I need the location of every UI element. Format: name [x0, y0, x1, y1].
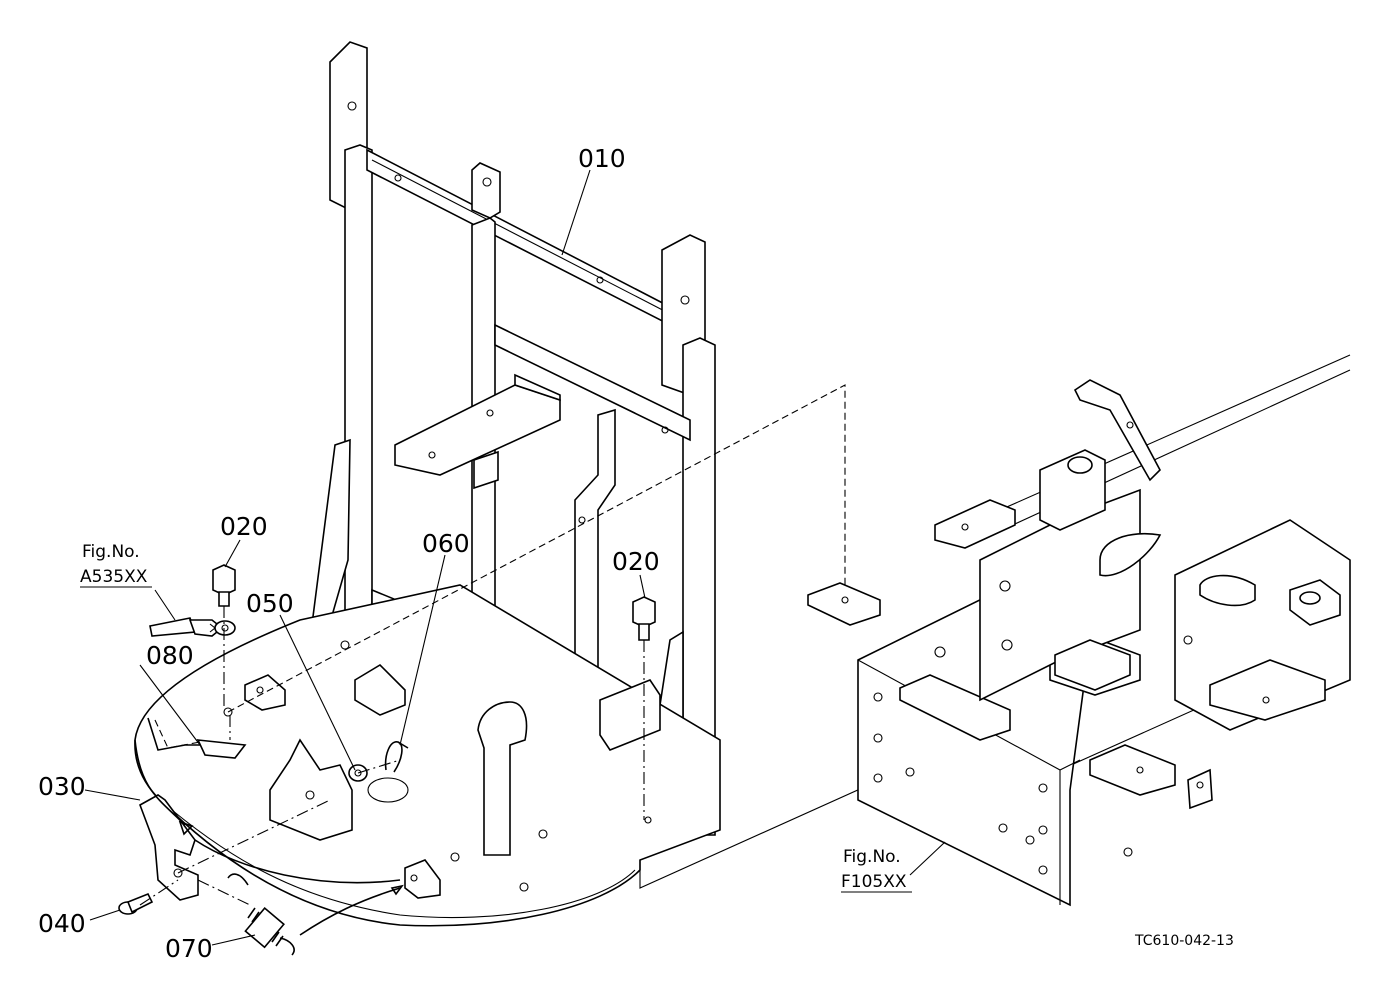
main-frame-reference [807, 354, 1351, 907]
figref-left-number: A535XX [80, 567, 148, 587]
callout-050: 050 [246, 589, 294, 618]
figref-right: Fig.No. F105XX [841, 847, 912, 893]
callout-080: 080 [146, 641, 194, 670]
wire-080 [147, 717, 247, 759]
callout-010: 010 [578, 144, 626, 173]
figref-right-number: F105XX [841, 872, 907, 892]
callout-060: 060 [422, 529, 470, 558]
figref-right-label: Fig.No. [843, 847, 901, 867]
pin-040 [118, 892, 154, 915]
leader-lines [134, 739, 404, 936]
snap-pin-060 [384, 741, 409, 773]
figref-left-label: Fig.No. [82, 542, 140, 562]
bolt-020-left [212, 564, 236, 607]
figref-left: Fig.No. A535XX [80, 542, 152, 588]
callout-070: 070 [165, 934, 213, 963]
callout-leaders [84, 169, 946, 946]
callout-020-left: 020 [220, 512, 268, 541]
ground-cable [149, 617, 236, 637]
explode-axes [139, 606, 645, 906]
callout-030: 030 [38, 772, 86, 801]
bolt-020-right [632, 596, 656, 641]
drawing-code: TC610-042-13 [1134, 933, 1234, 949]
callout-020-right: 020 [612, 547, 660, 576]
lever-030 [139, 794, 199, 901]
callout-040: 040 [38, 909, 86, 938]
spring-070 [227, 873, 295, 956]
